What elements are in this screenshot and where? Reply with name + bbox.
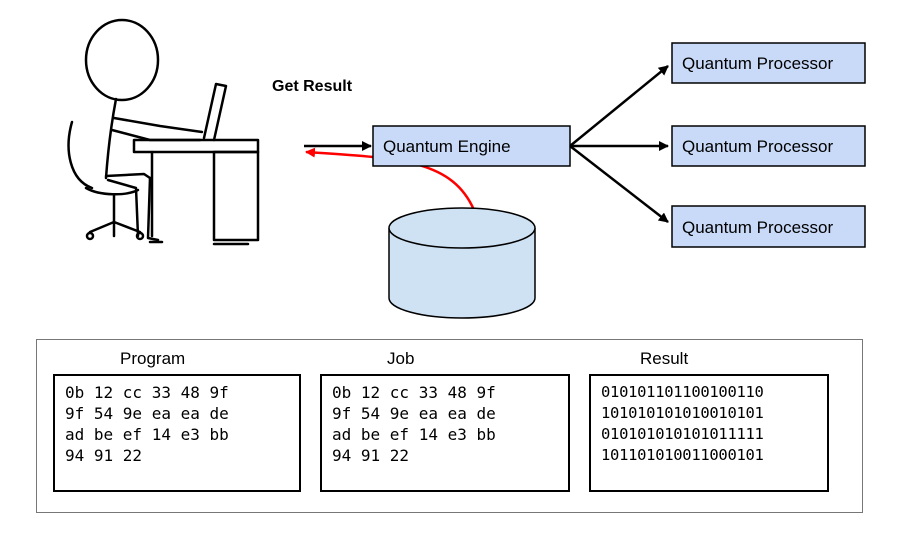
chair-wheel xyxy=(85,231,95,241)
job-line: 0b 12 cc 33 48 9f xyxy=(332,383,496,402)
job-code-box: 0b 12 cc 33 48 9f 9f 54 9e ea ea de ad b… xyxy=(320,374,570,492)
job-line: 9f 54 9e ea ea de xyxy=(332,404,496,423)
quantum-processor-box-1 xyxy=(671,42,866,84)
dispatch-arrow-bottom xyxy=(569,145,669,223)
dispatch-arrow-top xyxy=(569,65,669,147)
chair-wheel xyxy=(135,231,145,241)
user-back-leg xyxy=(106,178,140,238)
chair-seat xyxy=(84,186,140,196)
result-title: Result xyxy=(640,349,689,368)
chair-base xyxy=(88,220,142,238)
quantum-processor-label-2: Quantum Processor xyxy=(682,137,834,156)
result-line: 010101010101011111 xyxy=(601,425,764,443)
quantum-processor-box-2 xyxy=(671,125,866,167)
job-line: 94 91 22 xyxy=(332,446,410,465)
job-title: Job xyxy=(387,349,415,368)
quantum-processor-label-3: Quantum Processor xyxy=(682,218,834,237)
chair-back xyxy=(67,120,94,190)
job-line: ad be ef 14 e3 bb xyxy=(332,425,496,444)
user-arm-upper xyxy=(112,116,204,134)
program-line: 0b 12 cc 33 48 9f xyxy=(65,383,229,402)
program-title: Program xyxy=(120,349,186,368)
result-line: 010101101100100110 xyxy=(601,383,764,401)
program-line: ad be ef 14 e3 bb xyxy=(65,425,229,444)
program-code-box: 0b 12 cc 33 48 9f 9f 54 9e ea ea de ad b… xyxy=(53,374,301,492)
desk-feet xyxy=(148,240,250,246)
desk-drawer xyxy=(212,150,260,242)
result-line: 101010101010010101 xyxy=(601,404,764,422)
program-line: 9f 54 9e ea ea de xyxy=(65,404,229,423)
program-line: 94 91 22 xyxy=(65,446,143,465)
quantum-processor-box-3 xyxy=(671,205,866,248)
user-shin xyxy=(146,176,160,242)
database-cylinder xyxy=(388,207,536,319)
user-thigh xyxy=(104,172,152,180)
user-at-desk-illustration xyxy=(67,18,260,246)
result-code-box: 010101101100100110 101010101010010101 01… xyxy=(589,374,829,492)
user-head xyxy=(84,18,160,102)
user-torso xyxy=(104,97,118,180)
result-line: 101101010011000101 xyxy=(601,446,764,464)
laptop-screen xyxy=(202,82,228,142)
quantum-processor-label-1: Quantum Processor xyxy=(682,54,834,73)
quantum-engine-label: Quantum Engine xyxy=(383,137,511,156)
get-result-label: Get Result xyxy=(272,78,353,95)
desk-top xyxy=(132,138,260,154)
user-arm-lower xyxy=(110,128,202,142)
